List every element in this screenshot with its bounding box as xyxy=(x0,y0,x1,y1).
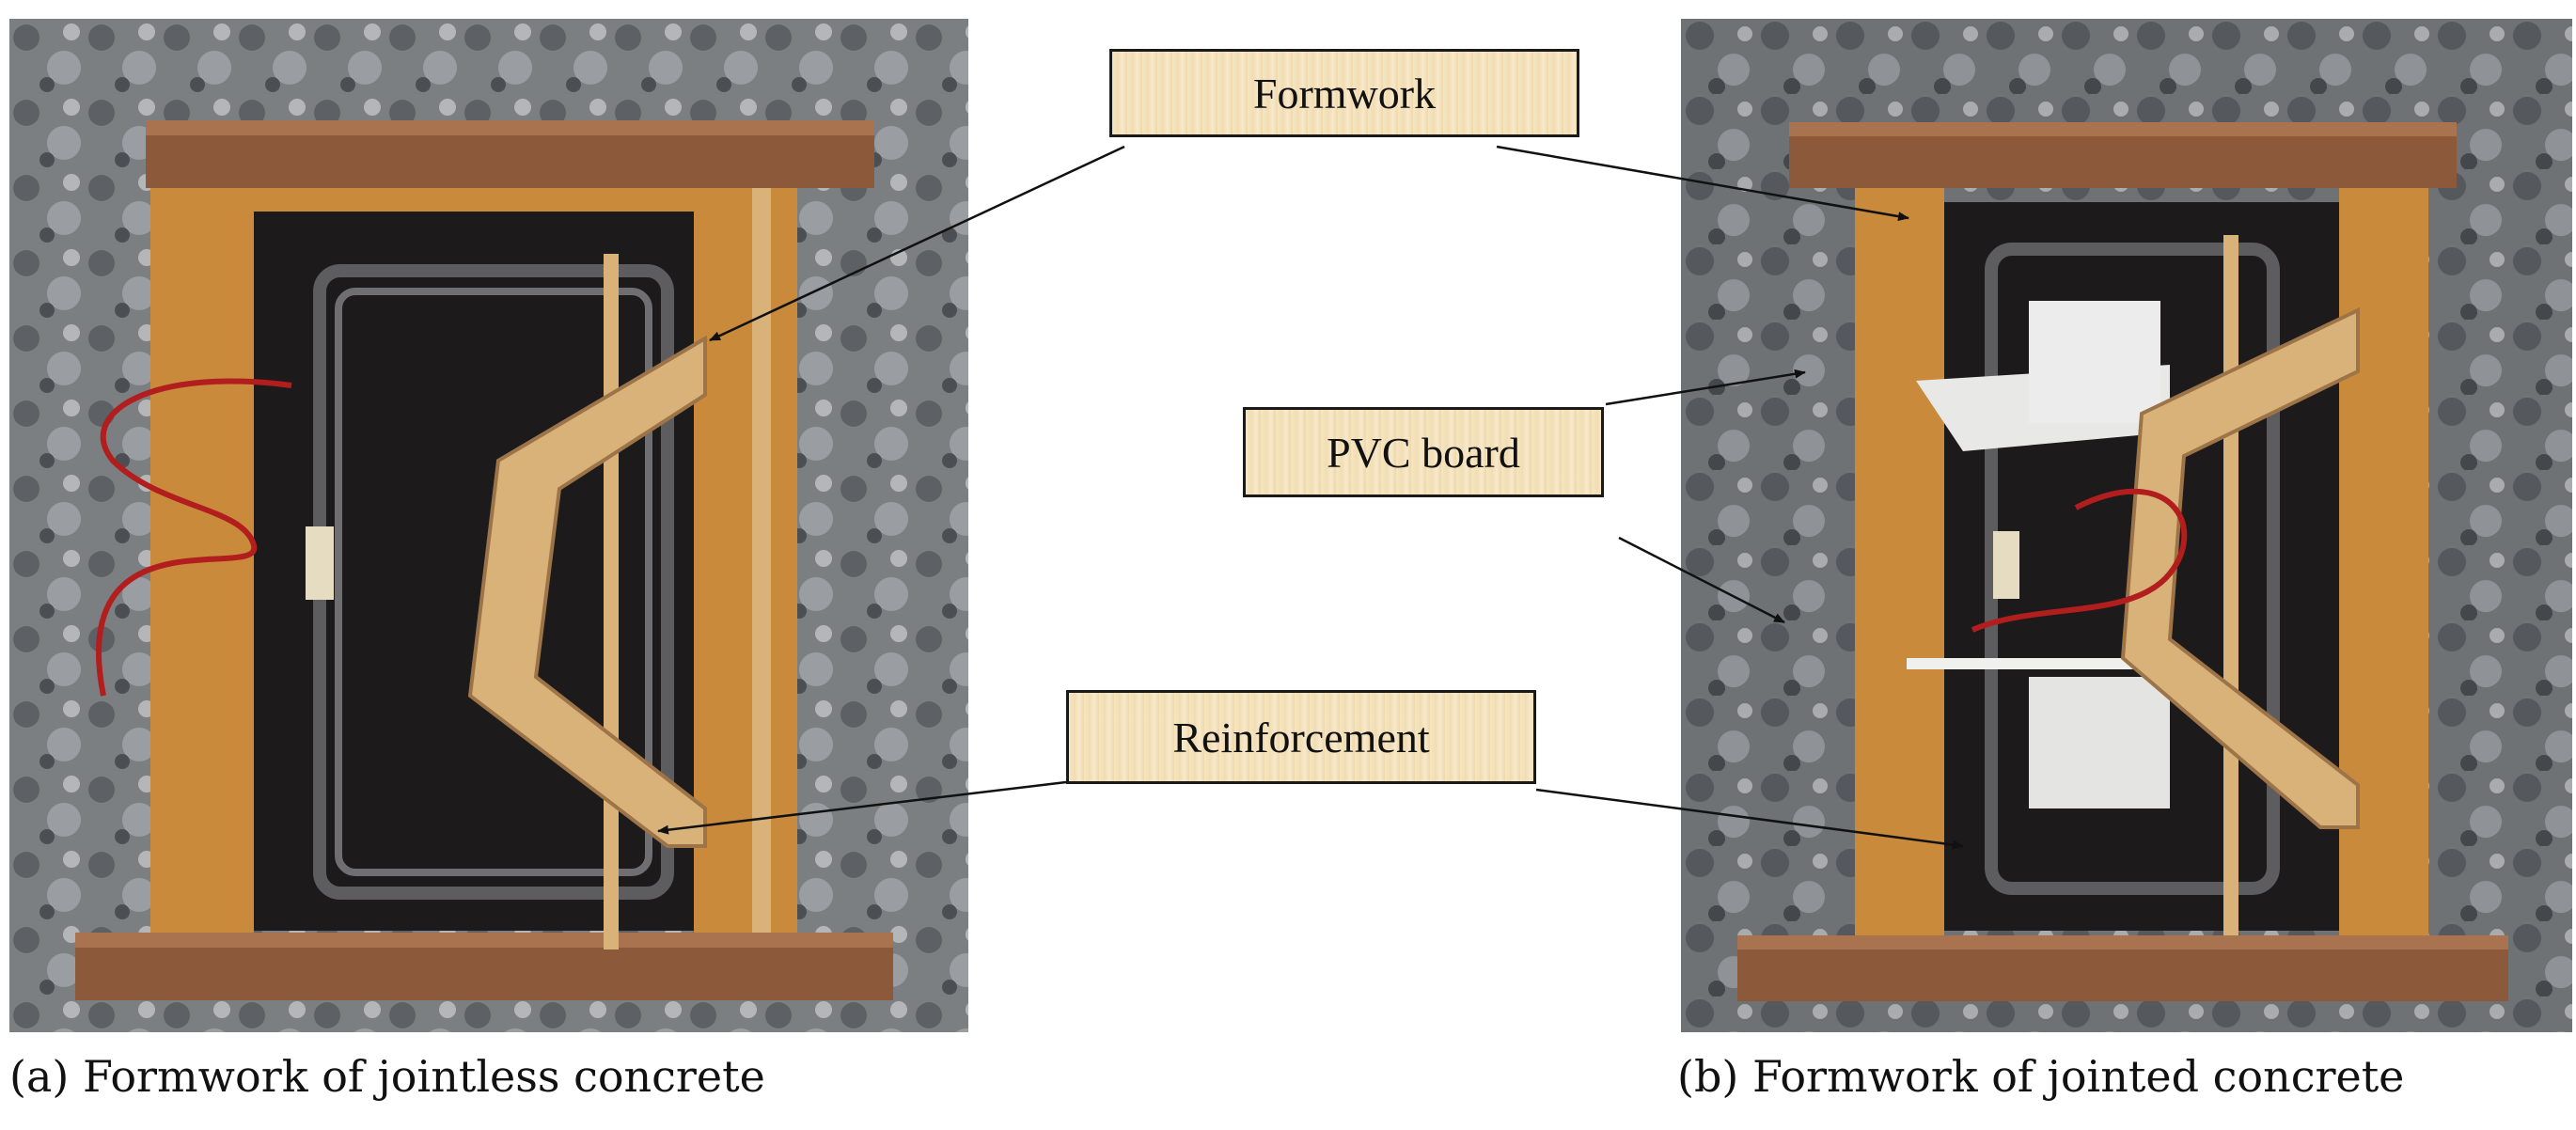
right-formwork-wall xyxy=(694,188,797,933)
left-formwork-wall xyxy=(1855,188,1944,935)
label-pvc-board: PVC board xyxy=(1243,407,1604,497)
foam-block-lower xyxy=(2029,677,2170,808)
photo-jointless-illustration xyxy=(9,19,968,1032)
photo-jointless-formwork xyxy=(9,19,968,1032)
caption-jointed: (b) Formwork of jointed concrete xyxy=(1677,1051,2405,1102)
sensor-sleeve xyxy=(306,526,334,600)
photo-jointed-formwork xyxy=(1681,19,2572,1032)
caption-jointless: (a) Formwork of jointless concrete xyxy=(9,1051,765,1102)
foam-block-upper xyxy=(2029,301,2160,423)
red-wire xyxy=(95,378,292,697)
red-wire xyxy=(1971,488,2188,633)
rebar-cage xyxy=(1985,243,2280,895)
sensor-sleeve xyxy=(1993,531,2019,599)
trapezoid-wood-frame xyxy=(2120,306,2360,829)
photo-jointed-illustration xyxy=(1681,19,2572,1032)
label-reinforcement: Reinforcement xyxy=(1066,690,1536,784)
label-formwork: Formwork xyxy=(1109,49,1579,137)
